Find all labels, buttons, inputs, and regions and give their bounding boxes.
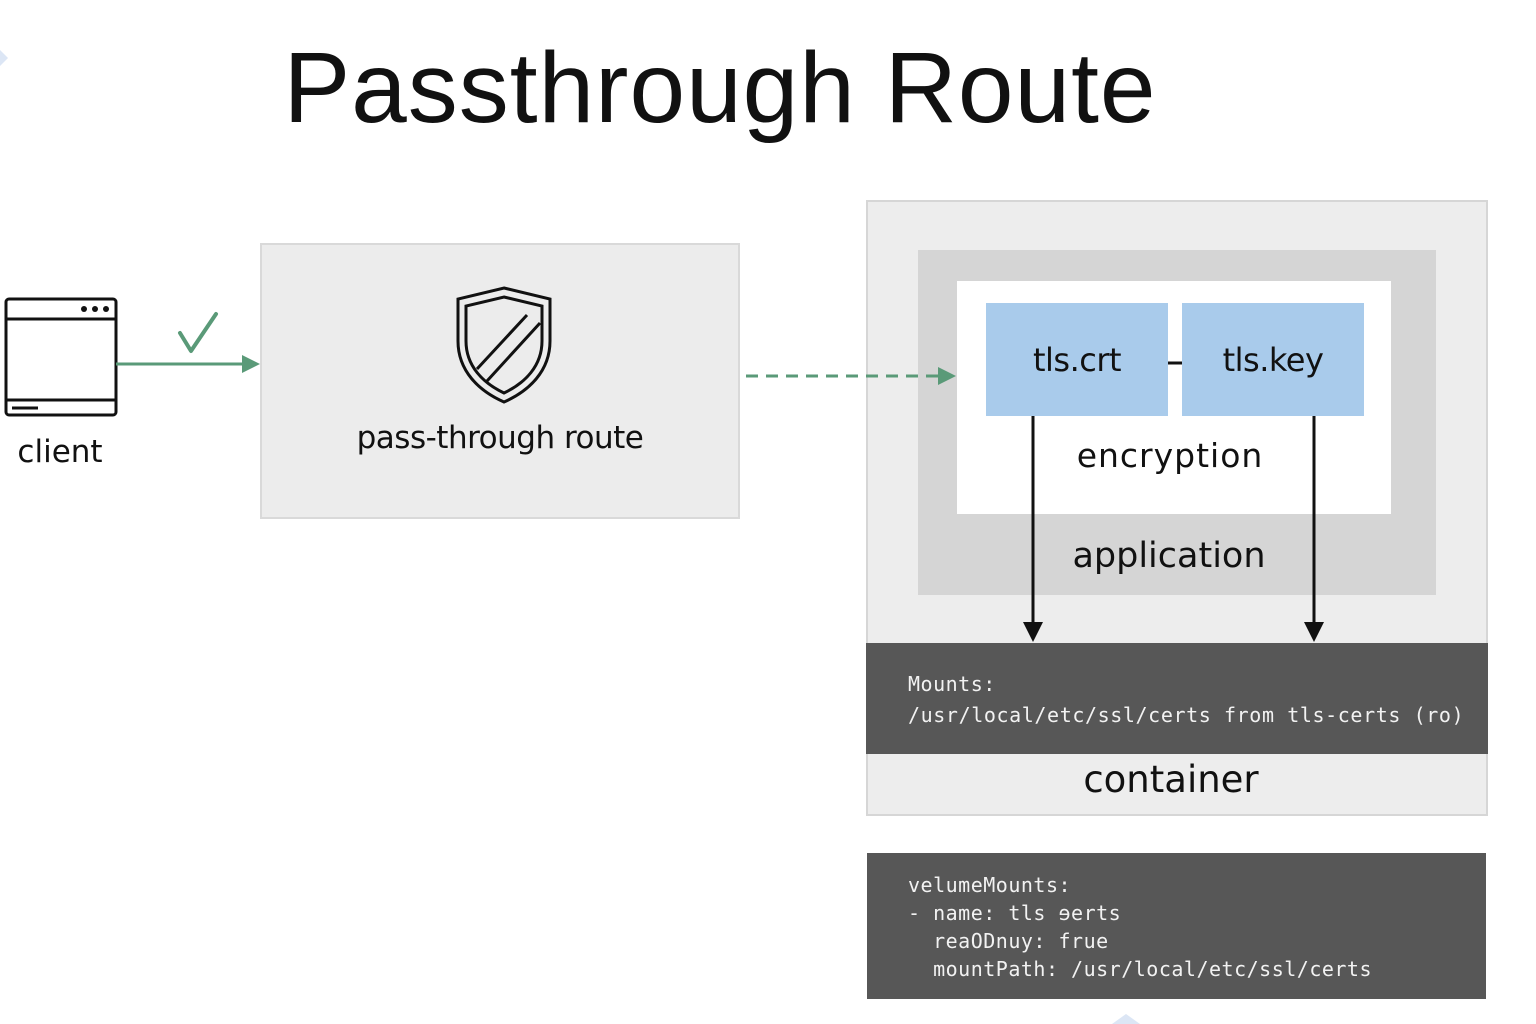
volume-mounts-code: velumeMounts: - name: tls ɘerts reaODnuy… (908, 873, 1373, 981)
corner-decoration (0, 50, 8, 66)
tls-crt-label: tls.crt (1032, 340, 1122, 379)
client-label: client (17, 434, 103, 470)
tls-crt-box: tls.crt (986, 303, 1168, 416)
application-label: application (1072, 536, 1266, 576)
mounts-heading: Mounts: (908, 672, 996, 696)
encryption-label: encryption (1076, 436, 1264, 475)
client-to-route-arrow (116, 355, 260, 373)
page-title: Passthrough Route (283, 32, 1157, 144)
route-label: pass-through route (356, 420, 644, 456)
container-label: container (1083, 758, 1259, 801)
corner-decoration (1112, 1014, 1140, 1024)
mounts-path: /usr/local/etc/ssl/certs from tls-certs … (908, 703, 1465, 727)
shield-icon (455, 285, 553, 409)
mounts-panel (866, 643, 1488, 754)
checkmark-icon (178, 312, 218, 353)
browser-window-icon (4, 297, 118, 423)
tls-key-box: tls.key (1182, 303, 1364, 416)
volume-mounts-panel (867, 853, 1486, 999)
tls-key-label: tls.key (1222, 340, 1324, 379)
